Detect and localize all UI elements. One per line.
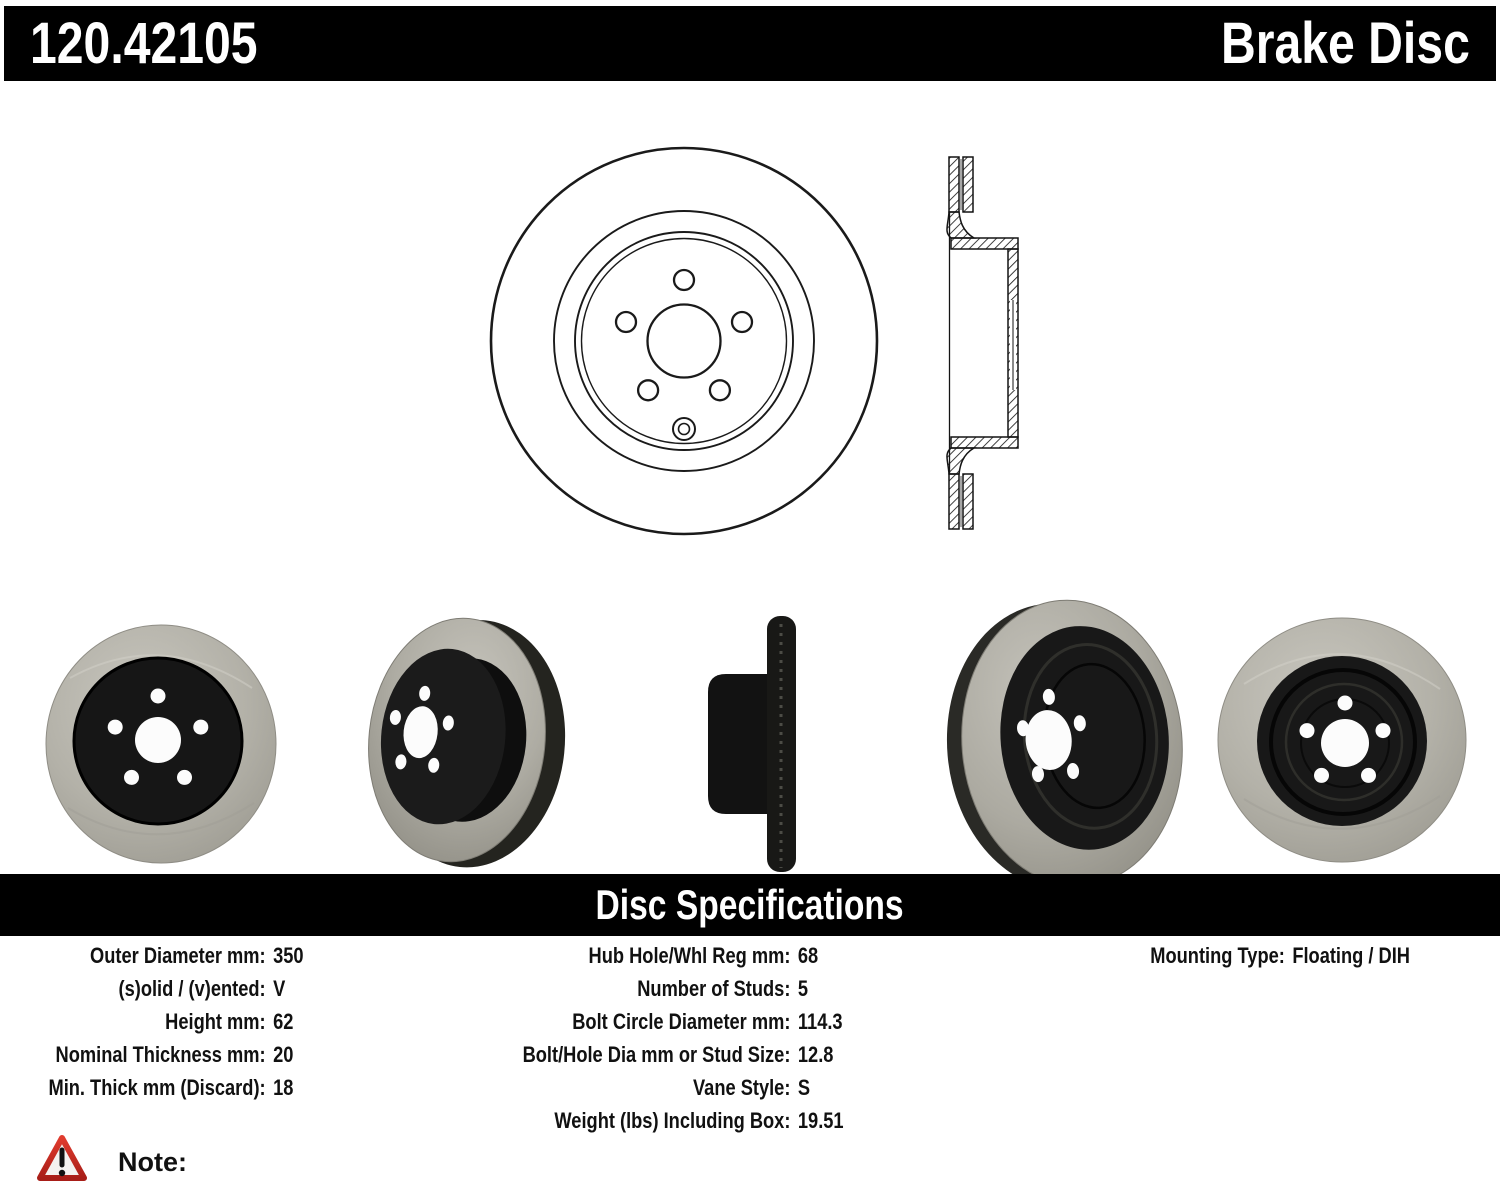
product-photo-back-view bbox=[1217, 617, 1467, 863]
spec-label: Min. Thick mm (Discard): bbox=[48, 1075, 266, 1100]
spec-row: Hub Hole/Whl Reg mm:68 bbox=[480, 939, 844, 972]
spec-value: Floating / DIH bbox=[1292, 943, 1410, 968]
spec-row: Height mm: 62 bbox=[0, 1005, 304, 1038]
spec-label: Outer Diameter mm: bbox=[90, 943, 266, 968]
spec-value: 18 bbox=[273, 1075, 294, 1100]
spec-value: 19.51 bbox=[797, 1108, 844, 1133]
spec-value: 12.8 bbox=[797, 1042, 834, 1067]
product-photo-angled-front-view bbox=[368, 617, 566, 868]
spec-label: Bolt/Hole Dia mm or Stud Size: bbox=[522, 1042, 791, 1067]
part-number: 120.42105 bbox=[30, 11, 258, 76]
spec-value: 68 bbox=[797, 943, 819, 968]
spec-row: Outer Diameter mm: 350 bbox=[0, 939, 304, 972]
spec-label: Hub Hole/Whl Reg mm: bbox=[588, 943, 791, 968]
spec-label: Height mm: bbox=[165, 1009, 266, 1034]
front-view-line-drawing bbox=[489, 146, 879, 536]
spec-label: Vane Style: bbox=[692, 1075, 791, 1100]
spec-row: Min. Thick mm (Discard): 18 bbox=[0, 1071, 304, 1104]
spec-column-right: Mounting Type: Floating / DIH bbox=[1040, 939, 1410, 972]
spec-value: 5 bbox=[797, 976, 809, 1001]
spec-value: 62 bbox=[273, 1009, 294, 1034]
product-title: Brake Disc bbox=[1221, 11, 1470, 76]
spec-row: Mounting Type: Floating / DIH bbox=[1040, 939, 1410, 972]
spec-section-header: Disc Specifications bbox=[0, 874, 1500, 936]
note-row: Note: bbox=[36, 1134, 187, 1184]
spec-label: Number of Studs: bbox=[637, 976, 791, 1001]
spec-value: V bbox=[273, 976, 286, 1001]
spec-value: 114.3 bbox=[797, 1009, 843, 1034]
spec-label: (s)olid / (v)ented: bbox=[118, 976, 266, 1001]
spec-label: Nominal Thickness mm: bbox=[55, 1042, 266, 1067]
spec-label: Bolt Circle Diameter mm: bbox=[572, 1009, 791, 1034]
spec-row: Nominal Thickness mm: 20 bbox=[0, 1038, 304, 1071]
spec-column-middle: Hub Hole/Whl Reg mm:68 Number of Studs:5… bbox=[480, 939, 844, 1137]
spec-column-left: Outer Diameter mm: 350 (s)olid / (v)ented… bbox=[0, 939, 304, 1104]
spec-row: Number of Studs:5 bbox=[480, 972, 844, 1005]
product-photo-edge-view bbox=[708, 616, 796, 872]
warning-triangle-icon bbox=[37, 1135, 87, 1181]
cross-section-line-drawing bbox=[946, 156, 1019, 530]
note-label: Note: bbox=[118, 1146, 187, 1177]
spec-row: Vane Style:S bbox=[480, 1071, 844, 1104]
spec-label: Weight (lbs) Including Box: bbox=[554, 1108, 791, 1133]
spec-label: Mounting Type: bbox=[1150, 943, 1285, 968]
spec-section-title: Disc Specifications bbox=[595, 881, 905, 928]
product-photo-front-view bbox=[45, 624, 277, 864]
spec-row: (s)olid / (v)ented: V bbox=[0, 972, 304, 1005]
product-photo-angled-back-view bbox=[946, 599, 1183, 890]
header-bar: 120.42105 Brake Disc bbox=[4, 6, 1496, 81]
spec-row: Bolt Circle Diameter mm:114.3 bbox=[480, 1005, 844, 1038]
spec-value: 350 bbox=[273, 943, 304, 968]
spec-value: S bbox=[797, 1075, 811, 1100]
spec-row: Weight (lbs) Including Box:19.51 bbox=[480, 1104, 844, 1137]
spec-value: 20 bbox=[273, 1042, 294, 1067]
spec-row: Bolt/Hole Dia mm or Stud Size:12.8 bbox=[480, 1038, 844, 1071]
